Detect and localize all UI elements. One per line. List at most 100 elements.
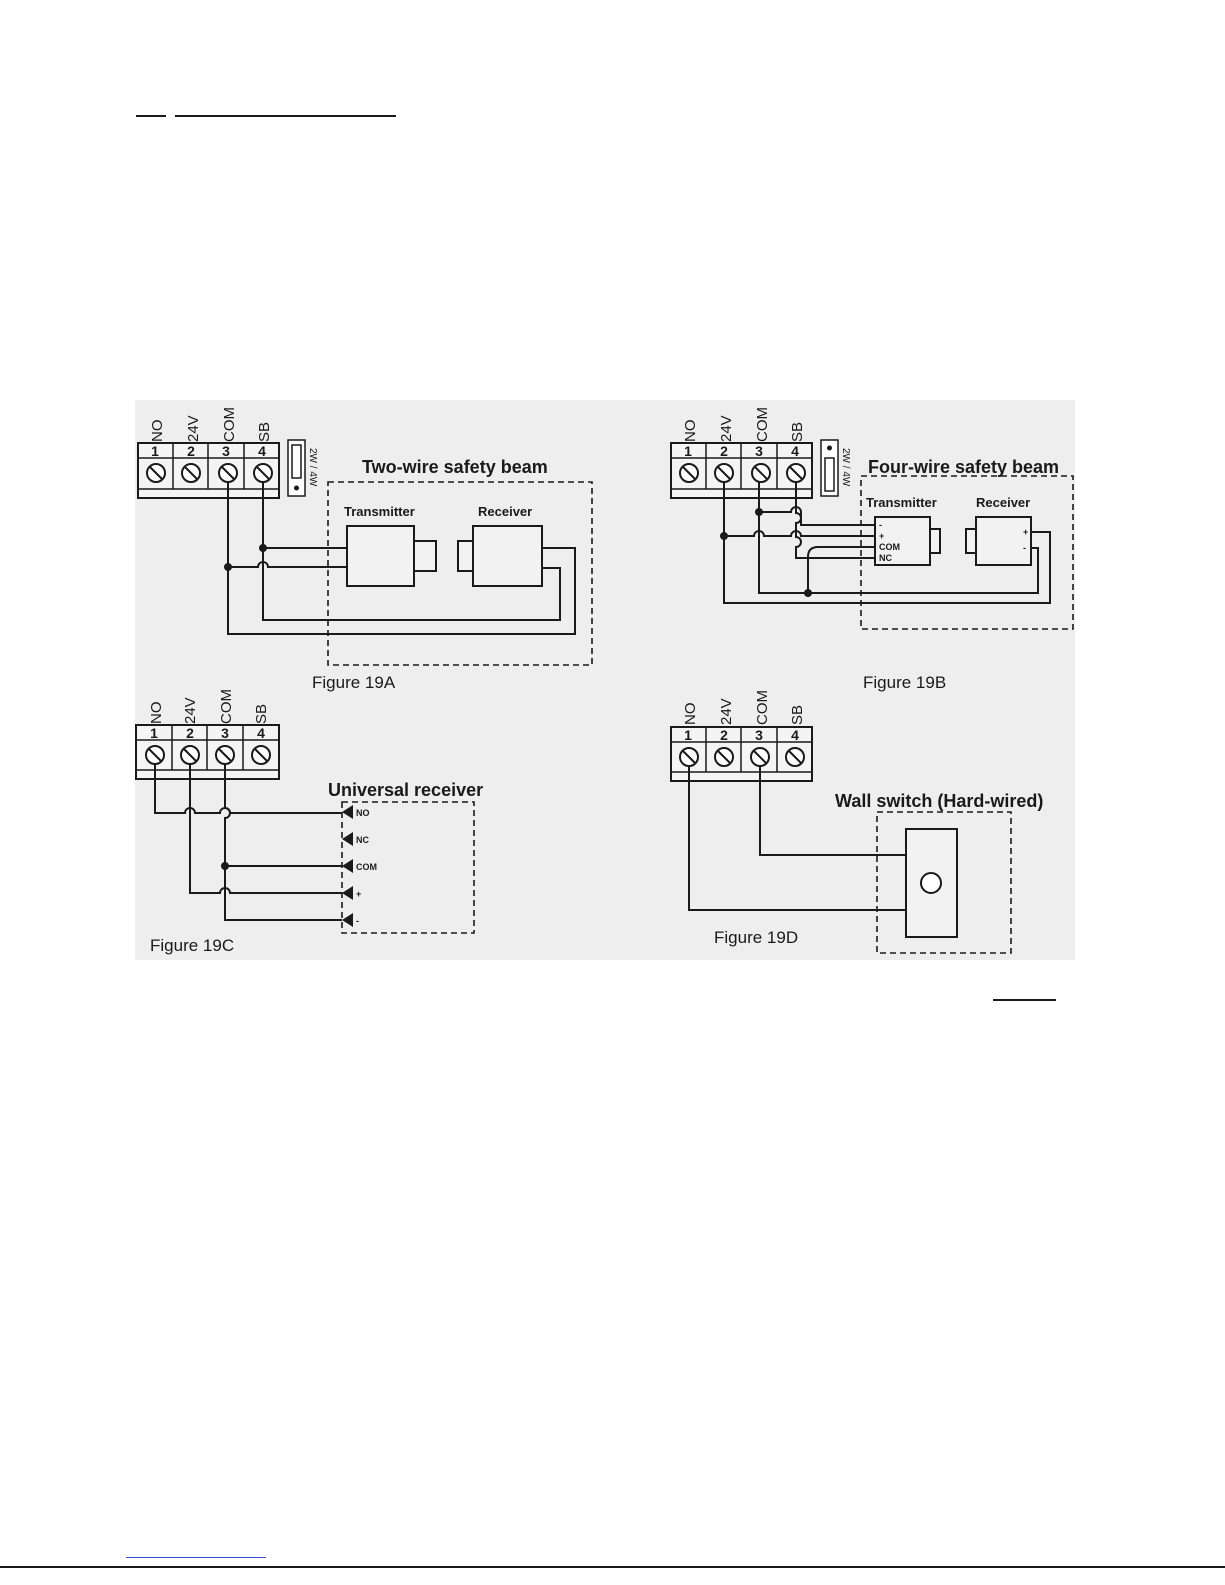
- transmitter-lens: [413, 540, 437, 572]
- wiring-figures: NO 24V COM SB 1 2 3 4 2W / 4W Two-wir: [135, 400, 1075, 960]
- four-wire-beam-title: Four-wire safety beam: [868, 457, 1059, 477]
- footer-link-underline: [126, 1557, 266, 1558]
- jumper-2w-4w-19a: 2W / 4W: [287, 439, 318, 497]
- wiring-19c: [154, 764, 342, 921]
- terminal-label-24v: 24V: [718, 698, 735, 725]
- figure-19c-caption: Figure 19C: [150, 936, 234, 955]
- terminal-number-4: 4: [257, 725, 265, 741]
- screw-icon: [145, 745, 165, 765]
- terminal-label-24v: 24V: [182, 697, 199, 724]
- figure-19b-caption: Figure 19B: [863, 673, 946, 692]
- rx-pin-plus: +: [1023, 527, 1028, 537]
- terminal-number-2: 2: [186, 725, 194, 741]
- terminal-number-1: 1: [684, 443, 692, 459]
- figure-19d-caption: Figure 19D: [714, 928, 798, 947]
- receiver-label: Receiver: [478, 504, 532, 519]
- receiver-lens: [965, 528, 977, 554]
- jumper-label: 2W / 4W: [307, 448, 318, 487]
- terminal-number-1: 1: [150, 725, 158, 741]
- terminal-label-sb: SB: [256, 422, 273, 442]
- terminal-number-4: 4: [791, 727, 799, 743]
- universal-receiver-title: Universal receiver: [328, 780, 483, 800]
- figure-19a: NO 24V COM SB 1 2 3 4 2W / 4W Two-wir: [137, 407, 593, 692]
- terminal-block-19b: NO 24V COM SB 1 2 3 4: [670, 407, 813, 499]
- tx-pin-minus: -: [879, 520, 882, 530]
- terminal-number-2: 2: [720, 727, 728, 743]
- terminal-number-3: 3: [222, 443, 230, 459]
- wall-switch-button-icon: [920, 872, 942, 894]
- ur-pin-com: COM: [356, 862, 377, 872]
- heading-underline-long: [175, 115, 396, 117]
- screw-icon: [218, 463, 238, 483]
- terminal-label-no: NO: [682, 703, 699, 726]
- screw-icon: [750, 747, 770, 767]
- terminal-number-1: 1: [684, 727, 692, 743]
- wiring-19a: [224, 482, 576, 635]
- universal-receiver-pins: [342, 805, 353, 927]
- tx-pin-com: COM: [879, 542, 900, 552]
- terminal-number-1: 1: [151, 443, 159, 459]
- transmitter-box: [874, 516, 931, 566]
- two-wire-beam-title: Two-wire safety beam: [362, 457, 548, 477]
- terminal-number-4: 4: [258, 443, 266, 459]
- terminal-label-com: COM: [754, 690, 771, 725]
- jumper-label: 2W / 4W: [840, 448, 851, 487]
- tx-pin-plus: +: [879, 531, 884, 541]
- terminal-number-3: 3: [221, 725, 229, 741]
- screw-icon: [679, 747, 699, 767]
- terminal-number-3: 3: [755, 727, 763, 743]
- heading-underline-short: [136, 115, 166, 117]
- terminal-label-24v: 24V: [718, 415, 735, 442]
- terminal-label-sb: SB: [789, 422, 806, 442]
- terminal-number-2: 2: [187, 443, 195, 459]
- transmitter-box: [346, 525, 415, 587]
- terminal-label-sb: SB: [789, 705, 806, 725]
- rx-pin-minus: -: [1023, 543, 1026, 553]
- terminal-label-no: NO: [682, 420, 699, 443]
- ur-pin-plus: +: [356, 889, 361, 899]
- universal-receiver-boundary: [341, 801, 475, 934]
- screw-icon: [253, 463, 273, 483]
- terminal-label-24v: 24V: [185, 415, 202, 442]
- jumper-2w-4w-19b: 2W / 4W: [820, 439, 851, 497]
- transmitter-lens: [929, 528, 941, 554]
- screw-icon: [679, 463, 699, 483]
- terminal-block-19d: NO 24V COM SB 1 2 3 4: [670, 690, 813, 782]
- screw-icon: [181, 463, 201, 483]
- tx-pin-nc: NC: [879, 553, 892, 563]
- terminal-label-sb: SB: [253, 704, 270, 724]
- screw-icon: [251, 745, 271, 765]
- transmitter-label: Transmitter: [866, 495, 937, 510]
- receiver-box: [472, 525, 543, 587]
- footnote-underline: [993, 999, 1056, 1001]
- two-wire-beam-boundary: [327, 481, 593, 666]
- terminal-number-4: 4: [791, 443, 799, 459]
- screw-icon: [180, 745, 200, 765]
- wiring-19d: [688, 766, 906, 911]
- wall-switch-title: Wall switch (Hard-wired): [835, 791, 1043, 811]
- ur-pin-no: NO: [356, 808, 370, 818]
- page-bottom-border: [0, 1566, 1225, 1568]
- screw-icon: [146, 463, 166, 483]
- receiver-label: Receiver: [976, 495, 1030, 510]
- figure-19b: NO 24V COM SB 1 2 3 4 2W / 4W Four-wi: [670, 407, 1074, 692]
- four-wire-beam-boundary: [860, 475, 1074, 630]
- figure-19a-caption: Figure 19A: [312, 673, 396, 692]
- screw-icon: [751, 463, 771, 483]
- terminal-label-com: COM: [754, 407, 771, 442]
- ur-pin-minus: -: [356, 916, 359, 926]
- wall-switch-plate: [905, 828, 958, 938]
- terminal-number-2: 2: [720, 443, 728, 459]
- terminal-number-3: 3: [755, 443, 763, 459]
- receiver-lens: [457, 540, 474, 572]
- figure-19d: NO 24V COM SB 1 2 3 4 Wall switch (Hard-…: [670, 690, 1043, 954]
- terminal-label-no: NO: [149, 420, 166, 443]
- terminal-label-no: NO: [148, 702, 165, 725]
- transmitter-label: Transmitter: [344, 504, 415, 519]
- terminal-block-19c: NO 24V COM SB 1 2 3 4: [135, 689, 280, 780]
- screw-icon: [785, 747, 805, 767]
- screw-icon: [714, 463, 734, 483]
- screw-icon: [786, 463, 806, 483]
- terminal-label-com: COM: [218, 689, 235, 724]
- screw-icon: [215, 745, 235, 765]
